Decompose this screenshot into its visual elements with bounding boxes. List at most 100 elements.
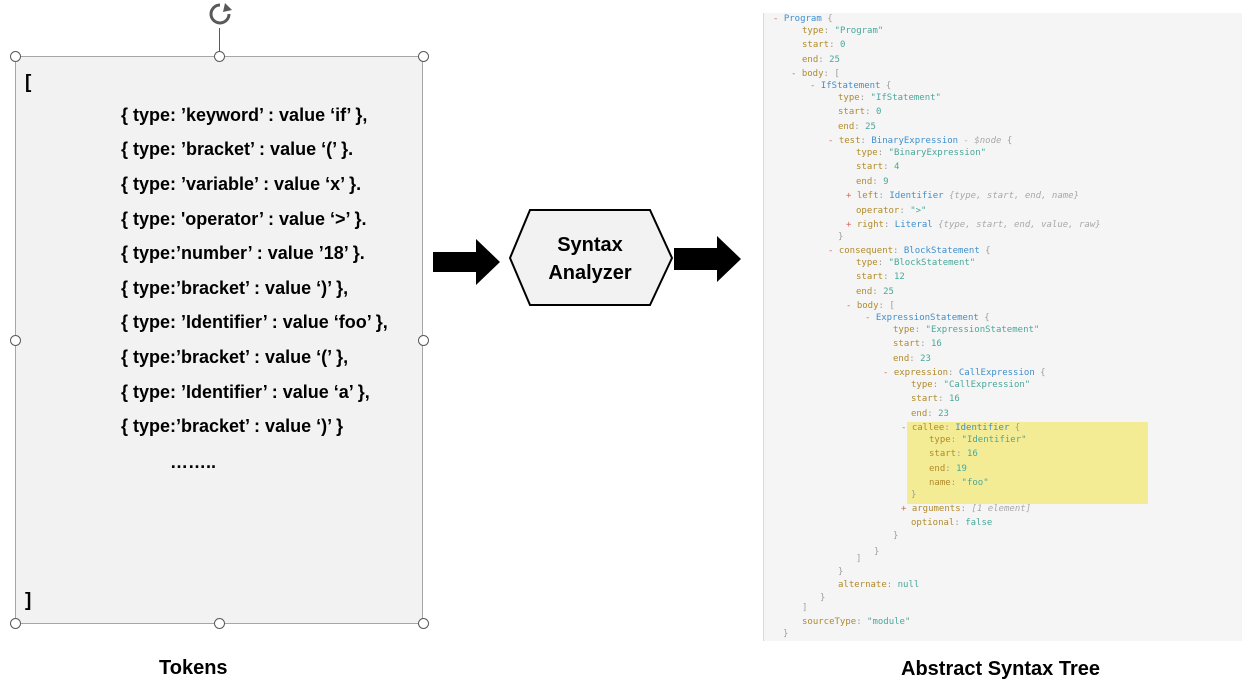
ast-token: "CallExpression" xyxy=(943,380,1031,390)
resize-handle-right[interactable] xyxy=(418,335,429,346)
arrow-icon xyxy=(433,239,500,285)
ast-line: ] xyxy=(856,553,861,565)
ast-token: alternate xyxy=(838,580,887,590)
ast-token: : xyxy=(859,93,871,103)
tokens-ellipsis: …….. xyxy=(170,452,217,472)
ast-token: : xyxy=(886,580,898,590)
ast-token: type xyxy=(802,26,824,36)
ast-token: callee xyxy=(911,423,945,433)
ast-token: : xyxy=(945,464,957,474)
ast-token: } xyxy=(874,547,880,557)
ast-line: - body: [ xyxy=(791,68,840,80)
ast-token: end xyxy=(911,409,928,419)
ast-token: type xyxy=(911,380,933,390)
ast-token: - xyxy=(810,81,821,91)
ast-token: : xyxy=(856,617,868,627)
ast-token: : xyxy=(899,206,911,216)
ast-token: : xyxy=(883,272,894,282)
ast-token: : xyxy=(877,258,889,268)
ast-token: : xyxy=(877,148,889,158)
ast-line: type: "Identifier" xyxy=(929,434,1027,446)
ast-line: } xyxy=(783,628,788,640)
rotate-handle-icon[interactable] xyxy=(205,1,235,29)
token-line: { type: ’keyword’ : value ‘if’ }, xyxy=(121,105,368,125)
ast-token: body xyxy=(801,69,824,79)
ast-token: : [ xyxy=(878,301,895,311)
ast-token: { xyxy=(1006,136,1013,146)
ast-token: : xyxy=(950,478,962,488)
ast-token: end xyxy=(893,354,910,364)
ast-token: ] xyxy=(856,554,862,564)
ast-token: - xyxy=(901,423,912,433)
ast-token: : xyxy=(829,40,840,50)
ast-token: 9 xyxy=(883,177,889,187)
ast-line: end: 25 xyxy=(802,54,840,66)
ast-token: : xyxy=(948,368,959,378)
ast-token: 25 xyxy=(829,55,840,65)
ast-token: : xyxy=(865,107,876,117)
ast-token: type xyxy=(893,325,915,335)
ast-token: start xyxy=(911,394,939,404)
ast-token: type xyxy=(838,93,860,103)
ast-token: } xyxy=(838,567,844,577)
resize-handle-top-left[interactable] xyxy=(10,51,21,62)
ast-token: : xyxy=(854,122,866,132)
ast-line: end: 25 xyxy=(838,121,876,133)
ast-token: } xyxy=(893,531,899,541)
ast-line: end: 23 xyxy=(893,353,931,365)
ast-token: : xyxy=(938,394,949,404)
ast-line: end: 19 xyxy=(929,463,967,475)
resize-handle-left[interactable] xyxy=(10,335,21,346)
ast-token: : xyxy=(883,220,895,230)
analyzer-label-line2: Analyzer xyxy=(548,262,632,284)
ast-token: "BinaryExpression" xyxy=(888,148,987,158)
ast-token: "foo" xyxy=(961,478,989,488)
ast-line: alternate: null xyxy=(838,579,919,591)
token-line: { type:’bracket’ : value ‘)’ }, xyxy=(121,278,349,298)
ast-token: Program xyxy=(783,14,822,24)
ast-token: CallExpression xyxy=(958,368,1035,378)
ast-token: test xyxy=(838,136,861,146)
ast-token: type xyxy=(856,258,878,268)
ast-token: : xyxy=(944,423,956,433)
ast-line: - callee: Identifier { xyxy=(901,422,1020,434)
resize-handle-bottom[interactable] xyxy=(214,618,225,629)
ast-token: 25 xyxy=(865,122,876,132)
ast-line: name: "foo" xyxy=(929,477,989,489)
ast-token: BinaryExpression xyxy=(871,136,959,146)
ast-token: - xyxy=(846,301,857,311)
ast-token: 16 xyxy=(966,449,978,459)
ast-token: body xyxy=(856,301,879,311)
ast-line: type: "CallExpression" xyxy=(911,379,1030,391)
ast-token: "module" xyxy=(867,617,911,627)
ast-line: + right: Literal {type, start, end, valu… xyxy=(846,219,1101,231)
ast-token: { xyxy=(978,313,990,323)
ast-token: end xyxy=(802,55,819,65)
ast-line: - body: [ xyxy=(846,300,895,312)
ast-token: operator xyxy=(856,206,900,216)
ast-token: start xyxy=(802,40,830,50)
ast-token: start xyxy=(838,107,866,117)
tokens-open-bracket: [ xyxy=(25,72,32,93)
tokens-caption: Tokens xyxy=(159,657,228,679)
token-line: { type:’bracket’ : value ‘)’ } xyxy=(121,416,344,436)
resize-handle-top[interactable] xyxy=(214,51,225,62)
ast-token: Identifier xyxy=(889,191,944,201)
ast-token: ">" xyxy=(910,206,927,216)
resize-handle-top-right[interactable] xyxy=(418,51,429,62)
ast-token: : xyxy=(950,435,962,445)
ast-token: : xyxy=(932,380,944,390)
resize-handle-bottom-right[interactable] xyxy=(418,618,429,629)
ast-token: : xyxy=(920,339,931,349)
ast-token: optional xyxy=(911,518,955,528)
ast-token: "ExpressionStatement" xyxy=(925,325,1040,335)
resize-handle-bottom-left[interactable] xyxy=(10,618,21,629)
ast-token: sourceType xyxy=(802,617,857,627)
token-line: { type: ’bracket’ : value ‘(’ }. xyxy=(121,139,354,159)
token-line: { type: ’Identifier’ : value ‘foo’ }, xyxy=(121,312,388,332)
ast-line: start: 16 xyxy=(911,393,960,405)
ast-token: + xyxy=(901,504,912,514)
ast-token: - xyxy=(828,136,839,146)
ast-line: start: 4 xyxy=(856,161,899,173)
ast-line: - Program { xyxy=(773,13,833,25)
